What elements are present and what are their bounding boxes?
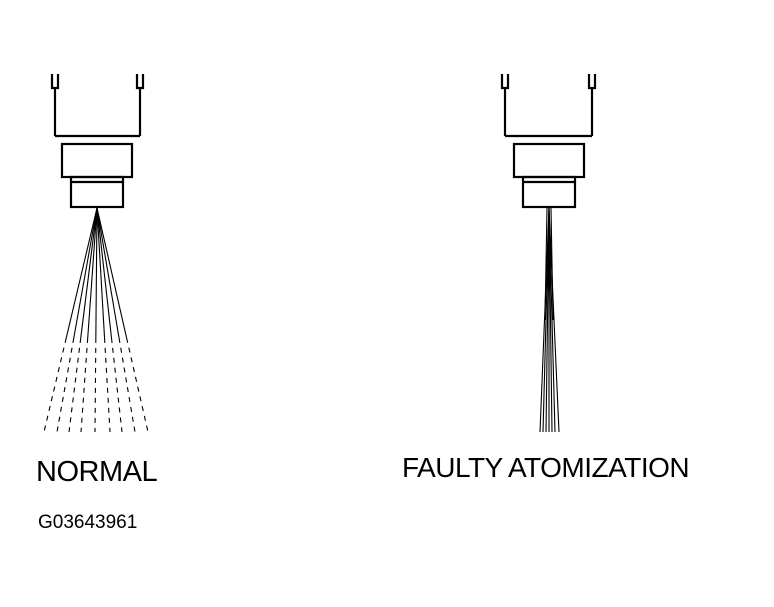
normal-spray-pattern (43, 207, 149, 433)
terminal-left (500, 74, 510, 95)
injector-body-upper (60, 142, 134, 179)
spray-line (548, 207, 560, 433)
figure-code: G03643961 (38, 512, 138, 533)
terminal-right (135, 74, 145, 95)
injector-faulty (500, 74, 597, 209)
spray-line (80, 207, 98, 338)
injector-nozzle (69, 175, 125, 209)
injector-normal (50, 74, 145, 209)
terminal-left (50, 74, 60, 95)
spray-line (95, 207, 98, 338)
spray-line (126, 337, 149, 433)
injector-nozzle (521, 175, 577, 209)
spray-line (118, 337, 136, 433)
spray-line (94, 337, 97, 433)
spray-line (87, 207, 98, 338)
spray-line (550, 207, 554, 321)
spray-line (96, 207, 113, 338)
spray-line (73, 207, 98, 339)
spray-line (103, 337, 111, 433)
spray-line (96, 207, 106, 338)
spray-line (65, 207, 98, 339)
faulty-spray-pattern (539, 207, 560, 433)
normal-label: NORMAL (36, 456, 158, 488)
spray-line (96, 207, 128, 339)
injector-body-upper (512, 142, 586, 179)
spray-line (96, 207, 120, 339)
spray-line (110, 337, 123, 433)
spray-line (43, 337, 67, 433)
faulty-atomization-label: FAULTY ATOMIZATION (402, 452, 690, 483)
spray-line (548, 207, 556, 433)
spray-line (80, 337, 89, 433)
spray-line (544, 207, 548, 321)
terminal-right (587, 74, 597, 95)
